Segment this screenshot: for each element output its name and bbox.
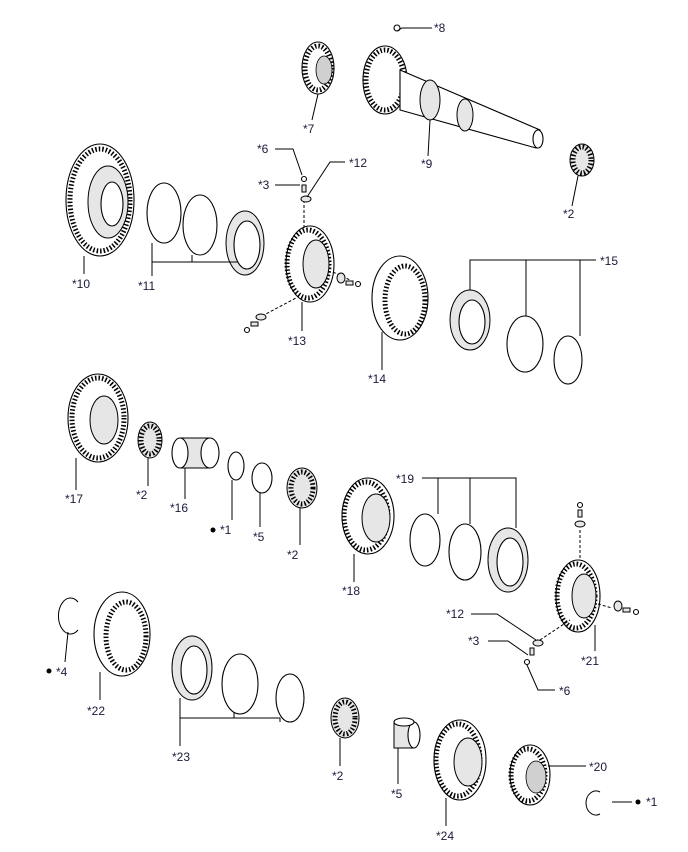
callout-11: *11 bbox=[138, 279, 155, 293]
part-2-needle-bearing bbox=[286, 467, 318, 509]
callout-7: *7 bbox=[303, 122, 315, 136]
part-7-bearing bbox=[301, 41, 335, 95]
part-5-ring bbox=[251, 462, 273, 494]
callout-4: *4 bbox=[56, 665, 68, 679]
callout-2: *2 bbox=[136, 488, 148, 502]
part-13-hub bbox=[243, 175, 362, 334]
part-2-needle-bearing bbox=[569, 143, 595, 177]
callout-20: *20 bbox=[589, 760, 607, 774]
part-11-synchronizer-rings bbox=[146, 182, 265, 276]
callout-5: *5 bbox=[253, 530, 265, 544]
callout-8: *8 bbox=[434, 21, 446, 35]
callout-16: *16 bbox=[170, 501, 188, 515]
part-1-snap-ring bbox=[585, 790, 601, 816]
part-9-shaft bbox=[362, 45, 544, 149]
callout-2: *2 bbox=[287, 548, 299, 562]
callout-21: *21 bbox=[581, 654, 599, 668]
part-14-sleeve bbox=[371, 255, 429, 341]
callout-12: *12 bbox=[446, 607, 464, 621]
callout-6: *6 bbox=[559, 684, 571, 698]
callout-19: *19 bbox=[396, 472, 414, 486]
leader-lines bbox=[64, 27, 632, 826]
callout-13: *13 bbox=[288, 334, 306, 348]
part-5-bushing bbox=[393, 717, 421, 749]
part-10-gear bbox=[65, 143, 135, 257]
bullet-dot bbox=[210, 527, 216, 533]
part-18-gear bbox=[341, 477, 395, 555]
part-23-synchronizer-rings bbox=[171, 635, 305, 723]
callout-14: *14 bbox=[368, 372, 386, 386]
part-2-needle-bearing bbox=[137, 421, 163, 459]
callout-9: *9 bbox=[421, 157, 433, 171]
callout-12: *12 bbox=[349, 156, 367, 170]
callout-5: *5 bbox=[391, 787, 403, 801]
part-1-snap-ring bbox=[227, 451, 245, 481]
callout-10: *10 bbox=[72, 277, 90, 291]
callout-3: *3 bbox=[258, 178, 270, 192]
part-19-synchronizer-rings bbox=[409, 513, 529, 593]
part-24-gear bbox=[433, 719, 487, 801]
part-16-bushing bbox=[171, 437, 220, 469]
part-2-needle-bearing bbox=[330, 697, 360, 739]
part-20-bearing bbox=[508, 744, 551, 806]
callout-3: *3 bbox=[468, 634, 480, 648]
bullet-dot bbox=[46, 668, 52, 674]
part-15-synchronizer-rings bbox=[449, 289, 583, 385]
callout-24: *24 bbox=[436, 829, 454, 843]
callout-6: *6 bbox=[257, 142, 269, 156]
callout-1: *1 bbox=[220, 523, 232, 537]
callout-15: *15 bbox=[600, 254, 618, 268]
callout-23: *23 bbox=[172, 750, 190, 764]
part-22-sleeve bbox=[93, 591, 151, 677]
callout-2: *2 bbox=[332, 769, 344, 783]
callout-18: *18 bbox=[342, 584, 360, 598]
part-17-gear bbox=[67, 373, 129, 463]
callout-1: *1 bbox=[646, 795, 658, 809]
callout-2: *2 bbox=[563, 207, 575, 221]
callout-22: *22 bbox=[87, 704, 105, 718]
callout-17: *17 bbox=[65, 492, 83, 506]
bullet-dot bbox=[635, 799, 641, 805]
part-21-hub bbox=[523, 501, 640, 666]
part-4-snap-ring bbox=[58, 597, 79, 635]
